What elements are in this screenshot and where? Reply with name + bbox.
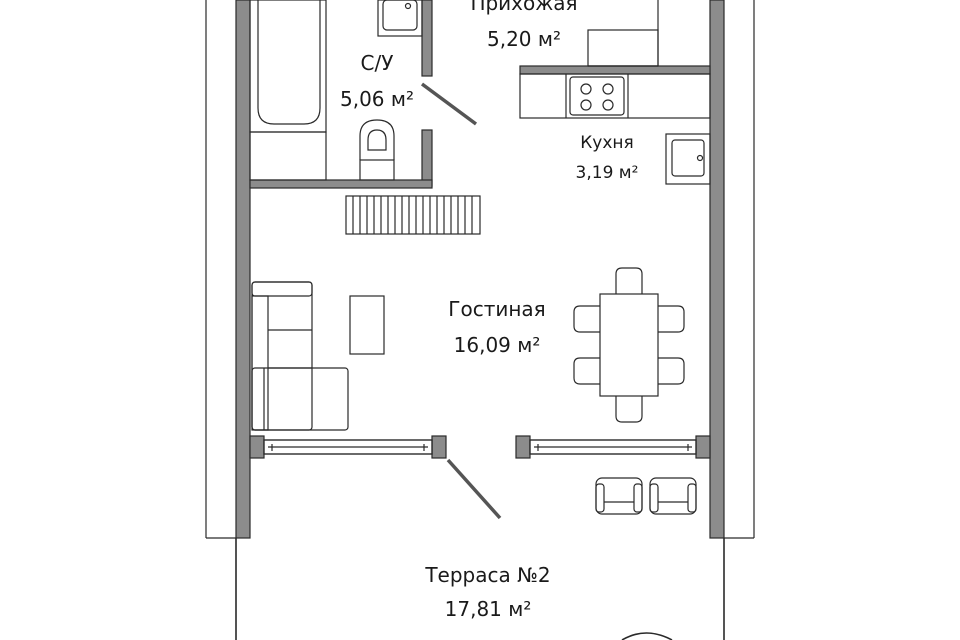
bathroom-area: 5,06 м² — [340, 87, 414, 111]
outline-lines — [205, 0, 755, 640]
chair-left-1 — [573, 305, 600, 333]
chair-right-1 — [658, 305, 685, 333]
bathroom-partition-lower — [421, 129, 433, 187]
bathroom-counter — [249, 131, 327, 181]
outer-wall-left — [235, 0, 251, 539]
washbasin — [377, 0, 423, 37]
terrace-armchair-left — [595, 477, 643, 515]
hallway-cabinet — [587, 29, 659, 67]
windows — [263, 439, 697, 455]
front-wall-right-segment — [695, 435, 711, 459]
cooktop — [569, 76, 625, 116]
sofa — [251, 281, 349, 431]
hallway-area: 5,20 м² — [487, 27, 561, 51]
kitchen-area: 3,19 м² — [576, 163, 639, 183]
coffee-table — [349, 295, 385, 355]
terrace-round-table — [621, 632, 673, 640]
front-wall-left-segment — [249, 435, 265, 459]
chair-bottom — [615, 396, 643, 423]
terrace-armchair-right — [649, 477, 697, 515]
chair-left-2 — [573, 357, 600, 385]
terrace-area: 17,81 м² — [445, 597, 532, 621]
outer-wall-right — [709, 0, 725, 539]
staircase — [345, 195, 481, 235]
kitchen-top-wall — [519, 65, 711, 75]
toilet — [359, 119, 395, 181]
chair-right-2 — [658, 357, 685, 385]
terrace-door — [446, 458, 502, 520]
front-wall-mid-right — [515, 435, 531, 459]
chair-top — [615, 267, 643, 294]
living-room-area: 16,09 м² — [454, 333, 541, 357]
bathroom-door — [420, 82, 478, 126]
bathroom-partition — [421, 0, 433, 77]
dining-chairs — [573, 267, 685, 423]
window-right — [529, 439, 697, 455]
terrace-name: Терраса №2 — [424, 563, 550, 587]
hallway-name: Прихожая — [470, 0, 577, 15]
dining-table — [599, 293, 659, 397]
kitchen-sink — [665, 133, 711, 185]
living-room-name: Гостиная — [448, 297, 545, 321]
bathroom-bottom-wall — [249, 179, 433, 189]
bathroom-name: С/У — [361, 51, 394, 75]
bathtub — [249, 0, 327, 133]
window-left — [263, 439, 433, 455]
kitchen-name: Кухня — [580, 133, 634, 153]
walls — [235, 0, 725, 539]
kitchen-counter — [519, 73, 711, 119]
front-wall-mid-left — [431, 435, 447, 459]
